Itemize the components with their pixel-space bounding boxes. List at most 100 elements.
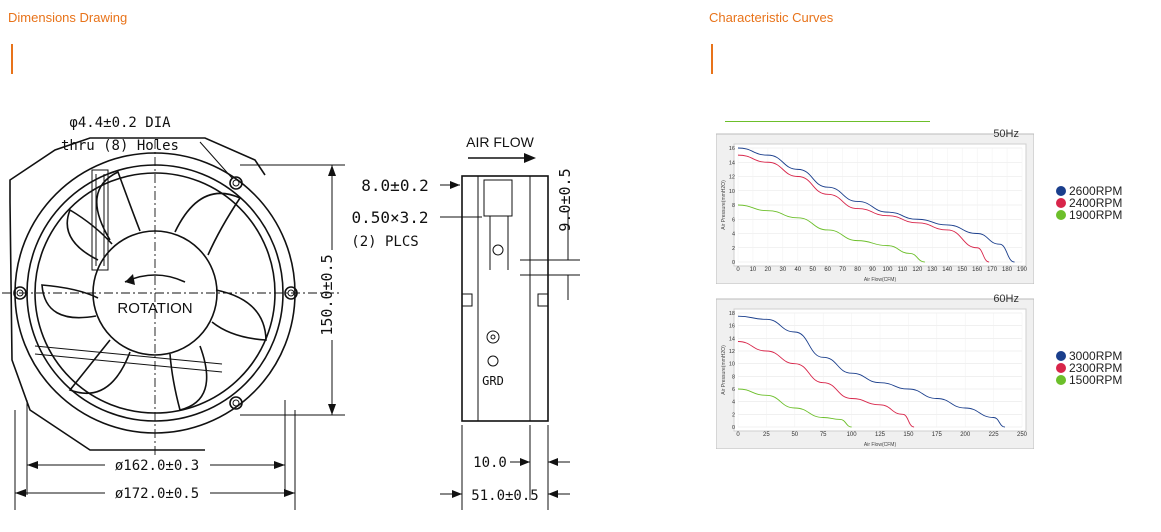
x-tick-label: 100: [847, 432, 858, 438]
y-tick-label: 16: [729, 324, 735, 330]
legend-dot-blue: [1056, 186, 1066, 196]
legend-dot-green: [1056, 210, 1066, 220]
x-tick-label: 170: [987, 267, 998, 273]
hole-note-line2: thru (8) Holes: [61, 138, 179, 154]
x-tick-label: 125: [875, 432, 886, 438]
x-tick-label: 30: [779, 267, 786, 273]
dim-plcs-label: (2) PLCS: [351, 234, 418, 250]
dimensions-drawing-title: Dimensions Drawing: [8, 10, 128, 25]
dim-9-label: 9.0±0.5: [556, 168, 574, 231]
x-tick-label: 40: [794, 267, 801, 273]
x-tick-label: 200: [960, 432, 971, 438]
chart-60hz-grid: [737, 312, 1023, 428]
dim-150-label: 150.0±0.5: [318, 254, 336, 335]
x-tick-label: 100: [882, 267, 893, 273]
characteristic-curves-title: Characteristic Curves: [709, 10, 834, 25]
legend-item-2400rpm: 2400RPM: [1056, 197, 1122, 209]
x-tick-label: 20: [765, 267, 772, 273]
x-tick-label: 75: [820, 432, 827, 438]
legend-item-3000rpm: 3000RPM: [1056, 350, 1122, 362]
x-tick-label: 70: [839, 267, 846, 273]
x-tick-label: 150: [957, 267, 968, 273]
x-tick-label: 190: [1017, 267, 1028, 273]
x-tick-label: 140: [942, 267, 953, 273]
y-tick-label: 2: [732, 246, 735, 252]
legend-item-2300rpm: 2300RPM: [1056, 362, 1122, 374]
dim-51-label: 51.0±0.5: [471, 488, 538, 504]
x-tick-label: 0: [736, 432, 740, 438]
chart-60hz-ylabel: Air Pressure(mmH2O): [721, 345, 727, 395]
y-tick-label: 6: [732, 217, 735, 223]
x-tick-label: 90: [869, 267, 876, 273]
y-tick-label: 16: [729, 146, 735, 152]
y-tick-label: 14: [729, 336, 735, 342]
chart-50hz-title: 50Hz: [993, 128, 1019, 140]
y-tick-label: 8: [732, 374, 735, 380]
x-tick-label: 80: [854, 267, 861, 273]
x-tick-label: 60: [824, 267, 831, 273]
legend-50hz: 2600RPM 2400RPM 1900RPM: [1056, 185, 1122, 221]
chart-60hz-xlabel: Air Flow(CFM): [864, 442, 897, 448]
chart-50hz-ylabel: Air Pressure(mmH2O): [721, 180, 727, 230]
legend-label: 3000RPM: [1069, 349, 1123, 363]
dim-162-label: ø162.0±0.3: [115, 458, 199, 474]
y-tick-label: 4: [732, 232, 735, 238]
x-tick-label: 130: [927, 267, 938, 273]
y-tick-label: 0: [732, 260, 735, 266]
x-tick-label: 50: [809, 267, 816, 273]
legend-dot-red: [1056, 198, 1066, 208]
legend-60hz: 3000RPM 2300RPM 1500RPM: [1056, 350, 1122, 386]
x-tick-label: 25: [763, 432, 770, 438]
y-tick-label: 12: [729, 349, 735, 355]
y-tick-label: 10: [729, 189, 735, 195]
legend-label: 2400RPM: [1069, 196, 1123, 210]
series-line-2400rpm: [737, 154, 990, 263]
legend-label: 1900RPM: [1069, 208, 1123, 222]
legend-label: 2600RPM: [1069, 184, 1123, 198]
legend-item-2600rpm: 2600RPM: [1056, 185, 1122, 197]
dim-8-label: 8.0±0.2: [361, 176, 428, 195]
x-tick-label: 50: [791, 432, 798, 438]
hole-note-line1: φ4.4±0.2 DIA: [69, 115, 171, 131]
legend-label: 1500RPM: [1069, 373, 1123, 387]
legend-item-1900rpm: 1900RPM: [1056, 209, 1122, 221]
x-tick-label: 160: [972, 267, 983, 273]
dimensions-accent-bar: [11, 44, 13, 74]
series-line-2300rpm: [737, 341, 915, 428]
y-tick-label: 4: [732, 400, 735, 406]
legend-label: 2300RPM: [1069, 361, 1123, 375]
y-tick-label: 6: [732, 387, 735, 393]
y-tick-label: 8: [732, 203, 735, 209]
y-tick-label: 12: [729, 175, 735, 181]
y-tick-label: 0: [732, 425, 735, 431]
legend-dot-red: [1056, 363, 1066, 373]
legend-dot-green: [1056, 375, 1066, 385]
y-tick-label: 10: [729, 362, 735, 368]
x-tick-label: 225: [989, 432, 1000, 438]
legend-dot-blue: [1056, 351, 1066, 361]
air-flow-label: AIR FLOW: [466, 134, 534, 150]
x-tick-label: 10: [750, 267, 757, 273]
x-tick-label: 180: [1002, 267, 1013, 273]
chart-50hz-xlabel: Air Flow(CFM): [864, 277, 897, 283]
series-line-3000rpm: [737, 315, 1006, 428]
x-tick-label: 0: [736, 267, 740, 273]
x-tick-label: 120: [912, 267, 923, 273]
dim-10-label: 10.0: [473, 455, 507, 471]
x-tick-label: 150: [903, 432, 914, 438]
x-tick-label: 250: [1017, 432, 1028, 438]
dim-172-label: ø172.0±0.5: [115, 486, 199, 502]
y-tick-label: 18: [729, 311, 735, 317]
curves-accent-bar: [711, 44, 713, 74]
y-tick-label: 2: [732, 412, 735, 418]
grd-label: GRD: [482, 374, 504, 388]
series-line-1500rpm: [737, 388, 852, 428]
rotation-label: ROTATION: [117, 300, 192, 317]
y-tick-label: 14: [729, 160, 735, 166]
dimensions-drawing: ROTATION φ4.4±0.2 DIA thru (8) Holes 150…: [2, 115, 580, 510]
fan-side-view: AIR FLOW GRD 8.0±0.2 0.50×3.2 (2) PLCS 9…: [351, 134, 580, 510]
chart-50hz-grid: [737, 147, 1023, 263]
legend-item-1500rpm: 1500RPM: [1056, 374, 1122, 386]
